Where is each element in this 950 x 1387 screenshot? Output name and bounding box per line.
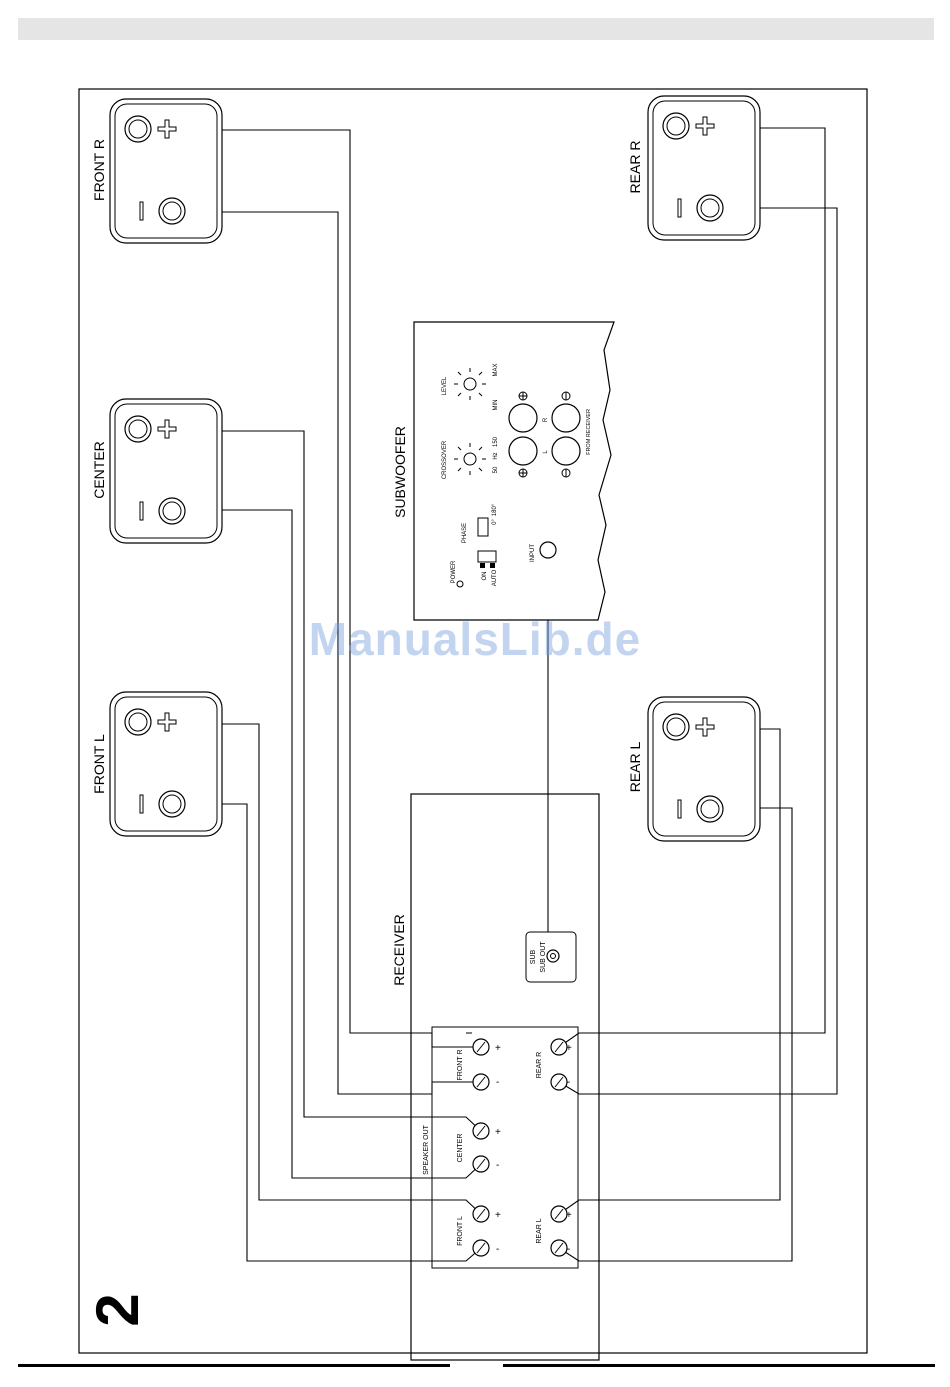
- speaker-rear-l: [648, 697, 760, 841]
- label-on: ON: [482, 572, 488, 581]
- label-from-receiver: FROM RECEIVER: [586, 409, 592, 455]
- label-front-r: FRONT R: [91, 139, 107, 201]
- wires: [192, 128, 837, 1261]
- figure-number: 2: [84, 1293, 151, 1326]
- label-hz: Hz: [493, 452, 499, 459]
- phase-switch: [478, 518, 488, 536]
- svg-text:+: +: [495, 1043, 501, 1054]
- svg-text:-: -: [496, 1077, 499, 1088]
- label-center: CENTER: [91, 441, 107, 499]
- power-led: [457, 581, 463, 587]
- bottom-rule-right: [503, 1364, 935, 1367]
- receiver-title: RECEIVER: [391, 914, 407, 986]
- term-label-rear-r: REAR R: [536, 1052, 543, 1078]
- label-r: R: [543, 417, 549, 422]
- svg-text:+: +: [566, 1210, 572, 1221]
- label-rear-l: REAR L: [627, 742, 643, 793]
- term-label-front-r: FRONT R: [457, 1050, 464, 1081]
- svg-text:-: -: [496, 1160, 499, 1171]
- sub-out-jack: [547, 950, 559, 962]
- label-phase: PHASE: [462, 523, 468, 543]
- label-rear-r: REAR R: [627, 141, 643, 194]
- label-speaker-out: SPEAKER OUT: [423, 1124, 430, 1175]
- svg-text:-: -: [567, 1077, 570, 1088]
- label-max: MAX: [493, 363, 499, 376]
- term-label-rear-l: REAR L: [536, 1218, 543, 1243]
- sub-input-jack: [540, 542, 556, 558]
- speaker-front-l: [110, 692, 222, 836]
- label-50: 50: [493, 466, 499, 473]
- svg-text:-: -: [496, 1244, 499, 1255]
- label-sub: SUB: [530, 949, 537, 964]
- speaker-front-r: [110, 99, 222, 243]
- term-label-front-l: FRONT L: [457, 1216, 464, 1246]
- label-front-l: FRONT L: [91, 734, 107, 794]
- label-crossover: CROSSOVER: [442, 440, 448, 479]
- svg-text:+: +: [495, 1210, 501, 1221]
- power-mode-switch: [478, 551, 496, 562]
- label-sub-out: SUB OUT: [540, 941, 547, 973]
- term-label-center: CENTER: [457, 1134, 464, 1163]
- label-level: LEVEL: [442, 376, 448, 395]
- svg-text:+: +: [566, 1043, 572, 1054]
- label-input: INPUT: [530, 544, 536, 562]
- bottom-rule-left: [18, 1364, 450, 1367]
- label-150: 150: [493, 436, 499, 447]
- subwoofer-title: SUBWOOFER: [392, 426, 408, 518]
- receiver-panel: RECEIVER SUB SUB OUT SPEAKER OUT + - + -…: [391, 794, 599, 1360]
- label-power: POWER: [451, 560, 457, 583]
- speaker-rear-r: [648, 96, 760, 240]
- label-phase-180: 180°: [492, 503, 498, 516]
- label-min: MIN: [493, 400, 499, 411]
- speaker-center: [110, 399, 222, 543]
- watermark: ManualsLib.de: [0, 612, 950, 666]
- subwoofer-panel: SUBWOOFER LEVEL MIN MAX CROSSOVER: [392, 322, 614, 620]
- label-auto: AUTO: [492, 569, 498, 586]
- label-phase-0: 0°: [492, 519, 498, 525]
- svg-text:+: +: [495, 1127, 501, 1138]
- svg-text:-: -: [567, 1244, 570, 1255]
